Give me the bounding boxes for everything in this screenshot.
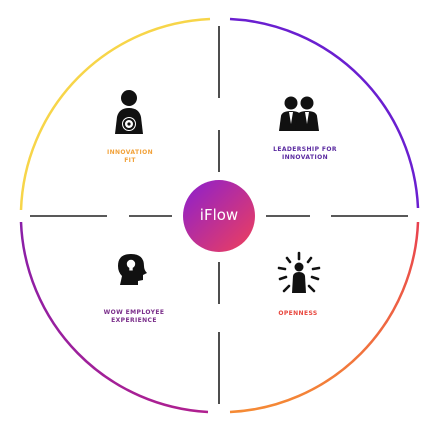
person-rays-icon <box>277 251 321 293</box>
ring-arc-top-right <box>229 17 420 209</box>
head-lightbulb-icon <box>118 254 147 285</box>
quadrant-label-wow-employee-experience: WOW EMPLOYEE EXPERIENCE <box>103 309 165 324</box>
quadrant-label-openness: OPENNESS <box>278 310 318 317</box>
quadrant-label-innovation-fit: INNOVATION FIT <box>106 149 154 164</box>
dividers <box>30 26 408 404</box>
quadrant-label-leadership-for-innovation: LEADERSHIP FOR INNOVATION <box>273 146 337 161</box>
ring-arc-bottom-right <box>229 221 420 414</box>
two-business-people-icon <box>279 96 319 131</box>
ring-arc-top-left <box>19 17 211 211</box>
center-label: iFlow <box>199 206 239 224</box>
person-gear-icon <box>115 90 143 134</box>
ring-arc-bottom-left <box>19 221 209 414</box>
center-circle <box>183 180 255 252</box>
